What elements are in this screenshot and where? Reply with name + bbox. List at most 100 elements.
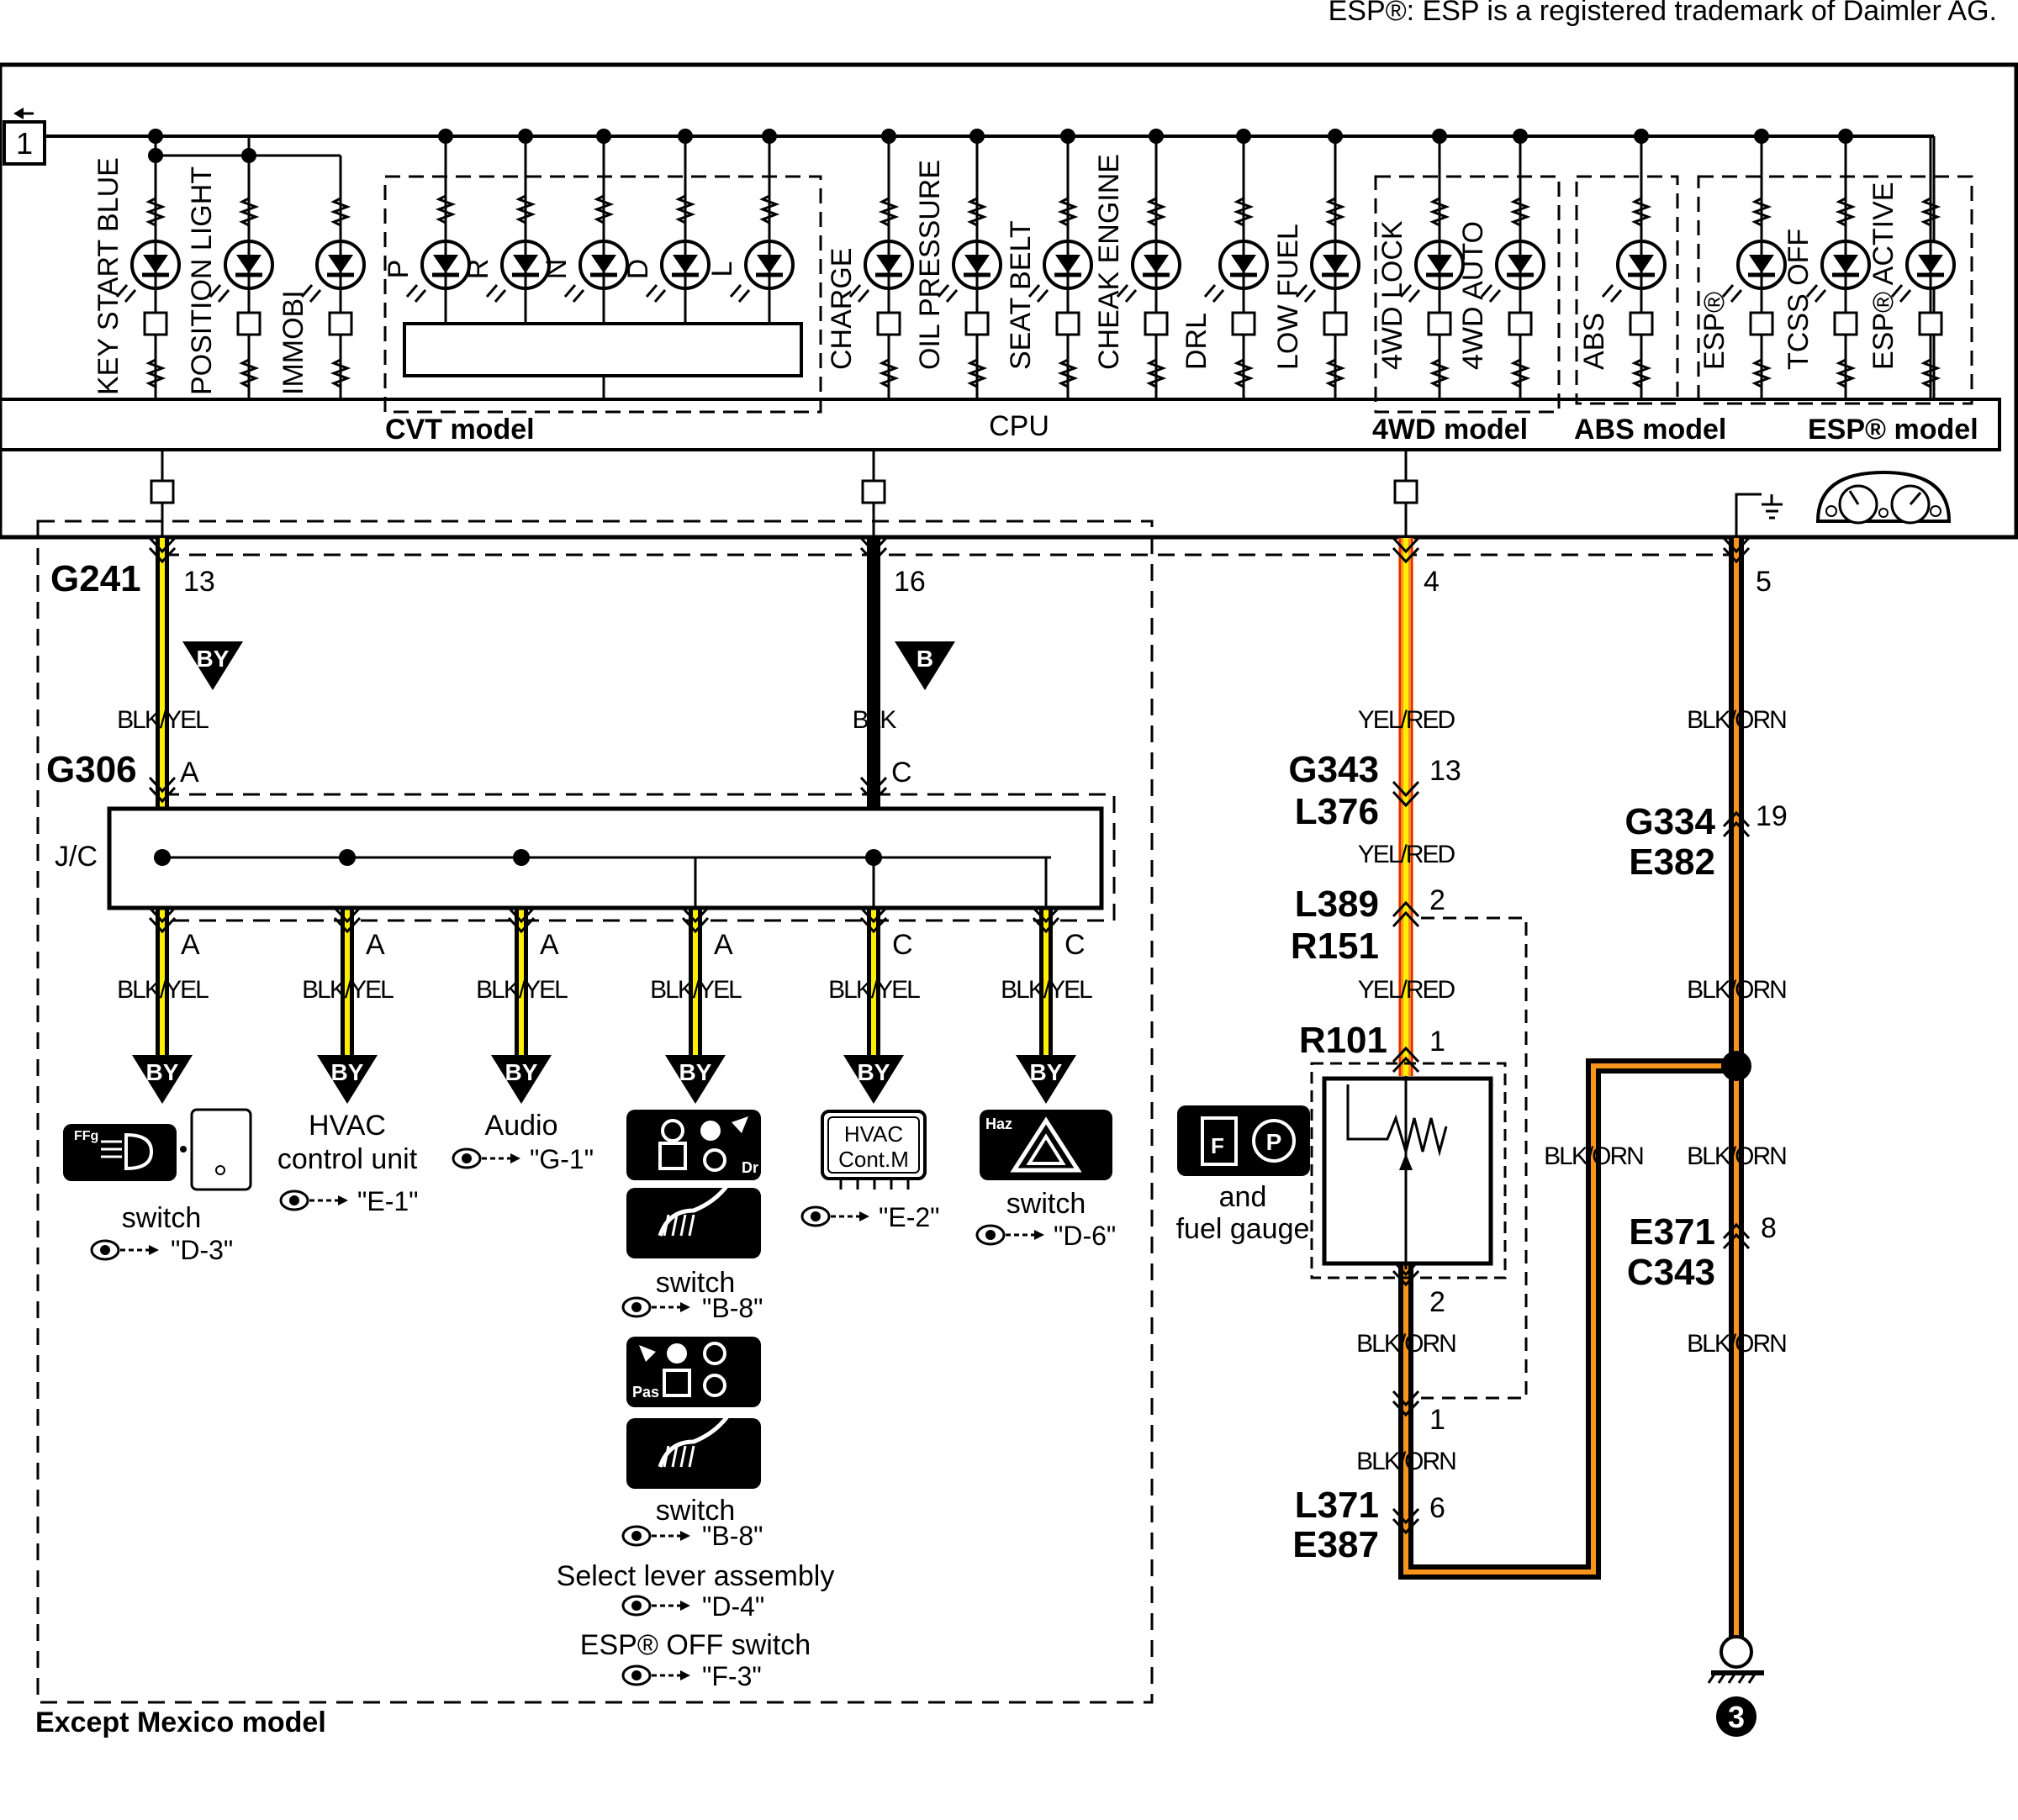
wire-label-out-1: BLK/YEL — [117, 976, 209, 1004]
ground-symbol: 3 — [1707, 1635, 1764, 1737]
wire-yel-red — [1398, 538, 1413, 1076]
wire-label-yel-red-3: YEL/RED — [1358, 976, 1455, 1004]
splice-dot — [1721, 1051, 1751, 1081]
pin-out-3: A — [540, 929, 559, 961]
select-lever-label: Select lever assembly — [557, 1560, 835, 1592]
fuel-p-label: P — [1266, 1129, 1282, 1155]
audio-ref: "G-1" — [530, 1144, 594, 1174]
lamp-low-fuel-column: LOW FUEL — [1272, 136, 1359, 399]
seatbelt-passenger-icon — [626, 1337, 761, 1407]
pin-5: 5 — [1756, 566, 1772, 598]
fuel-f-label: F — [1211, 1133, 1224, 1158]
wire-label-out-2: BLK/YEL — [302, 976, 394, 1004]
led-icon — [1482, 241, 1544, 302]
led-icon — [731, 241, 793, 302]
pin-c-top: C — [891, 757, 912, 789]
led-icon — [1117, 241, 1180, 302]
seat-heater-icon-2 — [626, 1418, 761, 1489]
wire-label-out-6: BLK/YEL — [1001, 976, 1092, 1004]
pin-l389: 2 — [1429, 884, 1445, 916]
lamp-esp-active-column: ESP® ACTIVE — [1867, 136, 1954, 399]
led-icon — [1723, 241, 1785, 302]
haz-label: Haz — [985, 1116, 1012, 1132]
wire-label-out-4: BLK/YEL — [650, 976, 742, 1004]
lamp-label-l: L — [706, 261, 738, 277]
led-icon — [1807, 241, 1869, 302]
pas-label: Pas — [632, 1384, 659, 1401]
connector-e387: E387 — [1292, 1524, 1379, 1565]
wire-label-yel-red-2: YEL/RED — [1358, 841, 1455, 868]
lamp-label-cheak-engine: CHEAK ENGINE — [1093, 154, 1125, 370]
arrow-by-out-2: BY — [317, 1055, 378, 1104]
led-icon — [407, 241, 469, 302]
pin-out-2: A — [366, 929, 385, 961]
jc-box — [107, 806, 1104, 910]
pin-l371: 6 — [1429, 1492, 1445, 1524]
pin-g334: 19 — [1756, 800, 1788, 832]
pin-13: 13 — [183, 566, 215, 598]
fuse-ref: 1 — [16, 126, 33, 161]
except-mexico-label: Except Mexico model — [35, 1707, 326, 1738]
connector-g306: G306 — [46, 749, 137, 790]
wire-label-out-5: BLK/YEL — [828, 976, 920, 1004]
led-icon — [1205, 241, 1267, 302]
pin-out-4: A — [714, 929, 733, 961]
lamp-seat-belt-column: SEAT BELT — [1005, 136, 1091, 399]
svg-text:BY: BY — [146, 1059, 179, 1085]
connector-g241: G241 — [50, 558, 141, 599]
led-icon — [1892, 241, 1954, 302]
wire-label-blk-orn-5: BLK/ORN — [1544, 1142, 1643, 1170]
connector-c343: C343 — [1627, 1252, 1715, 1293]
seat-switch-1-label: switch — [656, 1267, 735, 1299]
lamp-label-4wd-auto: 4WD AUTO — [1457, 221, 1489, 370]
except-mexico-box — [36, 520, 1154, 1704]
fog-switch-panel-icon — [190, 1108, 252, 1191]
lamp-label-key-start-blue: KEY START BLUE — [92, 157, 124, 395]
lamp-label-immobi: IMMOBI — [277, 290, 309, 395]
lamp-oil-pressure-column: OIL PRESSURE — [914, 136, 1001, 399]
svg-text:BY: BY — [679, 1059, 712, 1085]
arrow-by-out-6: BY — [1016, 1055, 1076, 1104]
led-icon — [487, 241, 549, 302]
connector-g334: G334 — [1624, 801, 1715, 842]
wire-label-blk-orn-4: BLK/ORN — [1687, 976, 1786, 1004]
lamp-charge-column: CHARGE — [826, 136, 912, 399]
audio-label: Audio — [485, 1110, 558, 1142]
lamp-label-position-light: POSITION LIGHT — [186, 166, 218, 395]
lamp-label-low-fuel: LOW FUEL — [1272, 224, 1304, 370]
seat-heater-icon-1 — [626, 1188, 761, 1258]
cvt-display — [403, 322, 803, 377]
arrow-b-g241: B — [895, 641, 955, 690]
pin-e371: 8 — [1761, 1212, 1777, 1244]
lamp-key-start-blue-column: KEY START BLUE — [92, 136, 179, 399]
lamp-label-n: N — [541, 259, 573, 280]
fuel-gauge-icon — [1177, 1105, 1310, 1176]
pin-a-top: A — [180, 757, 199, 789]
fog-switch-ref: "D-3" — [171, 1235, 233, 1265]
fog-switch-label: switch — [122, 1202, 201, 1234]
abs-model-box — [1575, 175, 1679, 405]
connector-jc: J/C — [55, 841, 98, 873]
arrow-by-g241: BY — [182, 641, 243, 690]
lamp-drl-column: DRL — [1181, 136, 1267, 399]
fuel-gauge-label-2: fuel gauge — [1176, 1213, 1310, 1245]
led-icon — [647, 241, 709, 302]
wire-label-blk-orn-7: BLK/ORN — [1687, 1330, 1786, 1358]
lamp-esp-column: ESP® — [1698, 136, 1785, 399]
haz-switch-ref: "D-6" — [1054, 1221, 1116, 1251]
hvac-unit-label-1: HVAC — [309, 1110, 386, 1142]
dr-label: Dr — [742, 1159, 758, 1176]
hvac-cont-label-1: HVAC — [844, 1121, 903, 1147]
led-icon — [850, 241, 912, 302]
meter-cluster-icon — [1815, 470, 1952, 525]
lamp-label-oil-pressure: OIL PRESSURE — [914, 160, 946, 370]
wire-label-g241: BLK/YEL — [117, 706, 209, 734]
led-icon — [1401, 241, 1463, 302]
led-icon — [1029, 241, 1091, 302]
led-icon — [1603, 241, 1665, 302]
fuse-box — [3, 120, 46, 166]
cpu-bar — [0, 398, 2001, 451]
lamp-label-seat-belt: SEAT BELT — [1005, 220, 1037, 370]
lamp-label-drl: DRL — [1181, 313, 1212, 370]
wd4-model-box — [1374, 175, 1561, 414]
